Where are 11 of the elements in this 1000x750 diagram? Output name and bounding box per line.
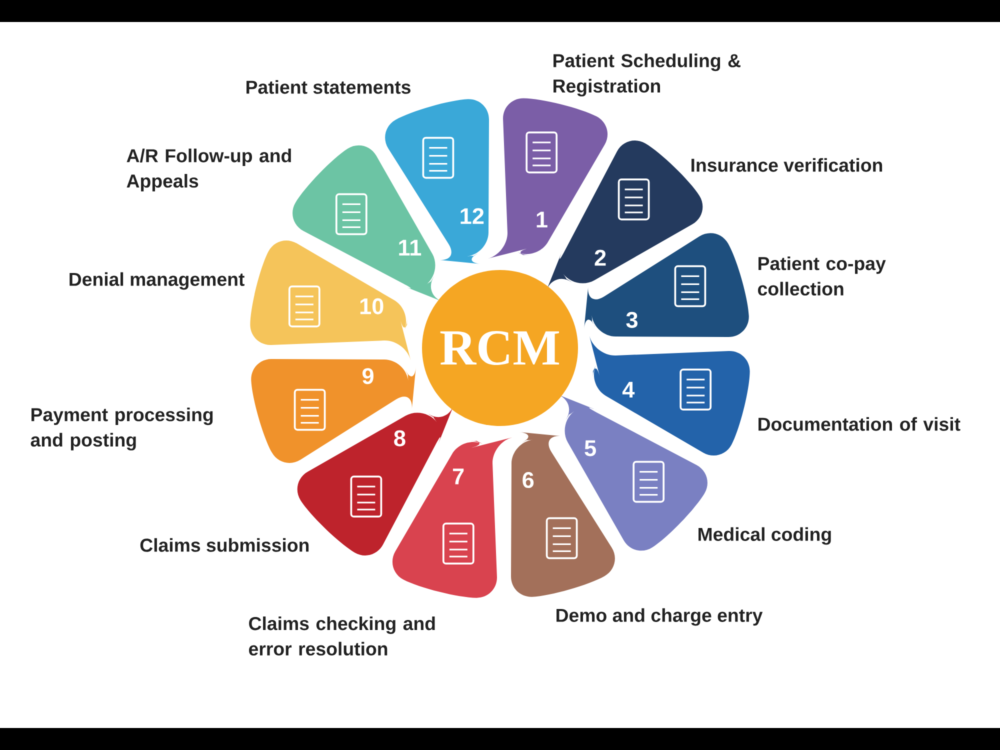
step-label: Patient co-pay collection	[758, 256, 886, 296]
step-label: Claims submission	[140, 538, 309, 552]
step-label: Demo and charge entry	[556, 608, 763, 626]
step-label: Denial management	[70, 272, 244, 290]
step-label: Documentation of visit	[758, 417, 960, 431]
step-label: Patient Scheduling & Registration	[554, 54, 740, 96]
step-label: Claims checking and error resolution	[249, 616, 435, 656]
step-label: Payment processing and posting	[30, 408, 213, 450]
step-label: Medical coding	[698, 527, 831, 545]
step-label: A/R Follow-up and Appeals	[126, 148, 291, 192]
step-label: Patient statements	[246, 80, 410, 94]
